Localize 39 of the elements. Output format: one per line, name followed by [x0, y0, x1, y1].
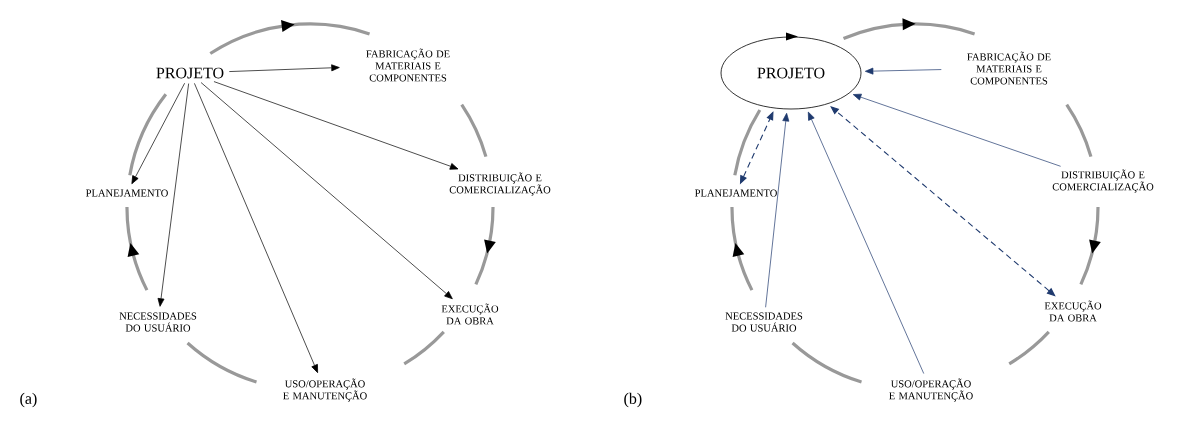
stage-label: DISTRIBUIÇÃO E COMERCIALIZAÇÃO: [449, 172, 551, 196]
stage-label: PROJETO: [156, 67, 224, 79]
arrow: [807, 111, 925, 374]
cycle-arc: [1079, 206, 1101, 285]
stage-label: EXECUÇÃO DA OBRA: [441, 303, 499, 325]
stage-label: PLANEJAMENTO: [695, 189, 777, 197]
cycle-arc: [1008, 330, 1050, 366]
arrow: [864, 67, 942, 75]
stage-label: FABRICAÇÃO DE MATERIAIS E COMPONENTES: [967, 51, 1051, 85]
stage-label: PLANEJAMENTO: [86, 189, 168, 197]
stage-label: NECESSIDADES DO USUÁRIO: [725, 312, 803, 332]
stage-label: EXECUÇÃO DA OBRA: [1044, 300, 1102, 322]
cycle-arc: [125, 207, 149, 291]
cycle-arc: [791, 341, 862, 384]
cycle-arc: [460, 103, 488, 158]
arrow: [157, 83, 189, 307]
arrow: [852, 93, 1061, 167]
arrow: [765, 112, 790, 308]
cycle-arc: [1065, 103, 1093, 158]
cycle-arc: [403, 330, 445, 366]
cycle-arc: [842, 18, 976, 40]
arrow: [200, 82, 453, 300]
stage-label: FABRICAÇÃO DE MATERIAIS E COMPONENTES: [366, 48, 450, 82]
cycle-arc: [474, 206, 496, 285]
cycle-arc: [730, 207, 754, 291]
cycle-arc: [128, 93, 168, 176]
cycle-arc: [186, 341, 257, 384]
stage-label: NECESSIDADES DO USUÁRIO: [119, 312, 197, 332]
stage-label: USO/OPERAÇÃO E MANUTENÇÃO: [889, 378, 973, 402]
stage-label: DISTRIBUIÇÃO E COMERCIALIZAÇÃO: [1052, 169, 1154, 193]
cycle-arc: [209, 20, 371, 55]
arrow: [213, 81, 459, 170]
arrow: [194, 83, 318, 373]
arrow: [228, 64, 340, 72]
stage-label: USO/OPERAÇÃO E MANUTENÇÃO: [283, 378, 367, 402]
panel-label: (a): [20, 392, 37, 408]
arrow: [131, 82, 185, 185]
cycle-arc: [733, 109, 762, 176]
panel-label: (b): [624, 392, 642, 408]
